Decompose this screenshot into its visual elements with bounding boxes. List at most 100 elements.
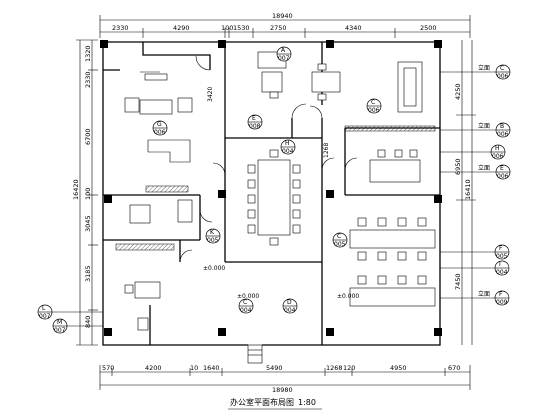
elevation-label-3: ±0.000 bbox=[337, 293, 359, 300]
overall-height-left: 16420 bbox=[72, 179, 80, 200]
title-scale: 1:80 bbox=[298, 398, 316, 407]
dim-bottom-6: 1268 bbox=[326, 364, 343, 372]
dim-top-2: 4290 bbox=[173, 24, 190, 32]
svg-text:D: D bbox=[287, 299, 292, 306]
dim-left-5: 3045 bbox=[84, 215, 92, 232]
furniture-right-office bbox=[369, 149, 421, 183]
svg-text:L: L bbox=[42, 305, 46, 312]
right-dimension-lines: 16410 4250 6950 7450 bbox=[454, 40, 476, 345]
entry-steps bbox=[247, 344, 263, 364]
svg-text:008: 008 bbox=[249, 123, 261, 130]
elevation-label-2: ±0.000 bbox=[237, 293, 259, 300]
svg-text:立面: 立面 bbox=[478, 64, 490, 72]
svg-text:007: 007 bbox=[278, 55, 290, 62]
svg-text:007: 007 bbox=[39, 313, 51, 320]
right-marker-7: 立面 F 009 bbox=[440, 290, 510, 306]
dim-bottom-8: 4950 bbox=[390, 364, 407, 372]
svg-text:004: 004 bbox=[496, 269, 508, 276]
svg-text:C: C bbox=[500, 65, 504, 72]
right-marker-2: 立面 B 006 bbox=[440, 122, 511, 138]
door-swings bbox=[179, 55, 358, 263]
furniture-open-office bbox=[349, 217, 436, 307]
svg-text:005: 005 bbox=[334, 241, 346, 248]
svg-text:G: G bbox=[157, 121, 162, 128]
marker-c-bottom: C 004 bbox=[238, 298, 254, 314]
svg-text:004: 004 bbox=[284, 307, 296, 314]
svg-text:H: H bbox=[495, 145, 500, 152]
svg-text:004: 004 bbox=[240, 307, 252, 314]
svg-text:A: A bbox=[281, 47, 286, 54]
dim-left-6: 3185 bbox=[84, 265, 92, 282]
svg-text:B: B bbox=[500, 123, 504, 130]
outer-walls bbox=[102, 41, 441, 346]
right-marker-3: H 006 bbox=[440, 144, 506, 160]
title-text: 办公室平面布局图 bbox=[230, 397, 294, 407]
marker-m: M 007 bbox=[52, 318, 103, 334]
dim-bottom-3: 10 bbox=[190, 364, 198, 372]
svg-text:005: 005 bbox=[496, 253, 508, 260]
marker-c-left: C 005 bbox=[332, 232, 348, 248]
right-marker-6: I 004 bbox=[440, 260, 510, 276]
svg-text:F: F bbox=[499, 291, 503, 298]
bottom-dimension-lines: 570 4200 10 1640 5490 1268 120 4950 670 … bbox=[99, 364, 471, 394]
furniture-office-1 bbox=[124, 71, 193, 193]
overall-width-bottom: 18980 bbox=[272, 386, 293, 394]
room-note-2: 1268 bbox=[323, 143, 330, 158]
right-marker-1: 立面 C 006 bbox=[440, 64, 511, 80]
svg-text:006: 006 bbox=[154, 129, 166, 136]
svg-text:C: C bbox=[243, 299, 247, 306]
drawing-title: 办公室平面布局图 1:80 bbox=[228, 397, 322, 410]
dim-left-7: 840 bbox=[84, 316, 92, 328]
right-marker-5: F 005 bbox=[440, 244, 510, 260]
marker-c-circle: C 006 bbox=[366, 98, 382, 114]
marker-h: H 004 bbox=[280, 139, 296, 155]
svg-text:006: 006 bbox=[492, 153, 504, 160]
dim-top-4: 1530 bbox=[233, 24, 250, 32]
structural-columns bbox=[100, 40, 442, 336]
svg-text:004: 004 bbox=[282, 148, 294, 155]
marker-d: D 004 bbox=[282, 298, 298, 314]
dim-left-4: 100 bbox=[84, 188, 92, 200]
right-marker-4: 立面 E 006 bbox=[440, 164, 511, 180]
dim-bottom-7: 120 bbox=[343, 364, 355, 372]
dim-top-1: 2330 bbox=[112, 24, 129, 32]
svg-text:009: 009 bbox=[496, 299, 508, 306]
dim-right-1: 4250 bbox=[454, 83, 462, 100]
svg-text:006: 006 bbox=[497, 173, 509, 180]
svg-text:H: H bbox=[285, 140, 290, 147]
dim-top-6: 4340 bbox=[345, 24, 362, 32]
marker-l: L 007 bbox=[37, 304, 103, 320]
furniture-meeting-room bbox=[247, 149, 301, 246]
left-dimension-lines: 16420 1320 2330 6700 100 3045 3185 840 bbox=[72, 39, 98, 346]
svg-text:007: 007 bbox=[54, 327, 66, 334]
furniture-left-lower bbox=[115, 199, 193, 331]
furniture-office-3 bbox=[311, 61, 436, 132]
interior-walls bbox=[103, 42, 440, 345]
dim-left-2: 2330 bbox=[84, 71, 92, 88]
svg-text:立面: 立面 bbox=[478, 290, 490, 298]
svg-text:E: E bbox=[252, 115, 256, 122]
dim-top-7: 2500 bbox=[420, 24, 437, 32]
dim-left-3: 6700 bbox=[84, 128, 92, 145]
svg-text:006: 006 bbox=[497, 73, 509, 80]
svg-text:M: M bbox=[57, 319, 62, 326]
overall-height-right: 16410 bbox=[464, 179, 472, 200]
elevation-label-1: ±0.000 bbox=[203, 265, 225, 272]
svg-text:E: E bbox=[500, 165, 504, 172]
svg-text:006: 006 bbox=[497, 131, 509, 138]
overall-width-top: 18940 bbox=[272, 12, 293, 20]
dim-right-2: 6950 bbox=[454, 158, 462, 175]
room-note-1: 3420 bbox=[207, 87, 214, 102]
marker-a-top: A 007 bbox=[276, 46, 292, 62]
svg-text:F: F bbox=[499, 245, 503, 252]
dim-bottom-2: 4200 bbox=[145, 364, 162, 372]
dim-top-3: 100 bbox=[221, 24, 233, 32]
marker-e-small: E 008 bbox=[247, 114, 263, 130]
svg-text:I: I bbox=[499, 261, 501, 268]
dim-bottom-9: 670 bbox=[448, 364, 460, 372]
svg-text:立面: 立面 bbox=[478, 164, 490, 172]
svg-text:立面: 立面 bbox=[478, 122, 490, 130]
svg-text:C: C bbox=[337, 233, 341, 240]
dim-top-5: 2750 bbox=[270, 24, 287, 32]
